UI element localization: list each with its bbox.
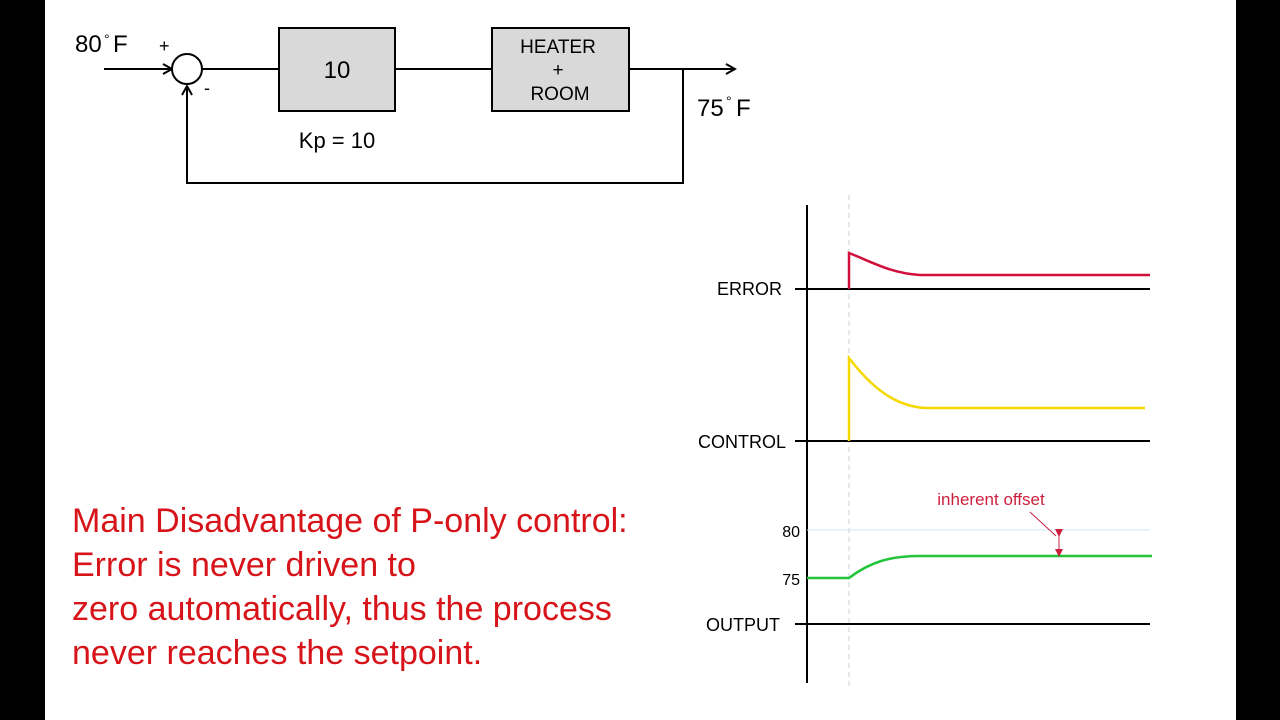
note-line-2: Error is never driven to bbox=[72, 546, 416, 584]
offset-annotation-leader bbox=[1029, 511, 1057, 537]
plant-block bbox=[491, 27, 630, 112]
input-value-label: 80 bbox=[75, 31, 102, 58]
tick-75-label: 75 bbox=[782, 572, 800, 589]
plant-label-line-2: + bbox=[552, 60, 563, 81]
control-label: CONTROL bbox=[698, 432, 786, 452]
note-line-4: never reaches the setpoint. bbox=[72, 634, 483, 672]
plus-sign: + bbox=[159, 36, 170, 56]
note-line-1: Main Disadvantage of P-only control: bbox=[72, 502, 628, 540]
note-line-3: zero automatically, thus the process bbox=[72, 590, 612, 628]
controller-gain-value: 10 bbox=[324, 57, 351, 84]
plant-label-line-1: HEATER bbox=[520, 37, 596, 58]
controller-block bbox=[278, 27, 396, 112]
response-plots: ERROR CONTROL 80 75 OUTPUT inherent offs… bbox=[698, 195, 1152, 690]
disadvantage-note: Main Disadvantage of P-only control: Err… bbox=[72, 499, 712, 675]
feedback-path bbox=[187, 69, 684, 184]
controller-caption: Kp = 10 bbox=[299, 128, 375, 153]
input-unit-label: F bbox=[113, 31, 128, 58]
output-value-label: 75 bbox=[697, 95, 724, 122]
tick-80-label: 80 bbox=[782, 524, 800, 541]
input-degree-symbol: ° bbox=[104, 31, 110, 47]
output-degree-symbol: ° bbox=[726, 93, 732, 109]
block-diagram: 80 ° F + - 10 Kp = 10 HEATER + ROOM 75 °… bbox=[75, 27, 751, 184]
output-curve bbox=[807, 554, 1152, 580]
plant-label-line-3: ROOM bbox=[530, 84, 589, 105]
error-label: ERROR bbox=[717, 279, 782, 299]
control-curve bbox=[847, 354, 1145, 441]
output-unit-label: F bbox=[736, 95, 751, 122]
error-curve bbox=[847, 251, 1150, 289]
offset-annotation-label: inherent offset bbox=[937, 490, 1045, 509]
output-label: OUTPUT bbox=[706, 615, 780, 635]
minus-sign: - bbox=[204, 78, 210, 98]
summing-junction bbox=[171, 53, 203, 85]
slide-background bbox=[45, 0, 1236, 720]
